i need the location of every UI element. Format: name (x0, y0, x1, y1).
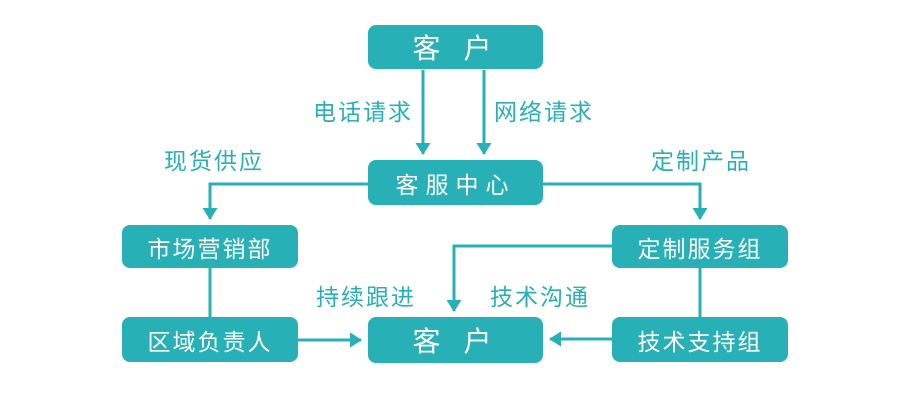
edge-label-custom-product: 定制产品 (651, 149, 751, 175)
edge-spot-supply-line (202, 182, 368, 220)
node-custom-service-group: 定制服务组 (612, 225, 788, 268)
edge-label-tech-communication: 技术沟通 (490, 285, 590, 311)
node-tech-support-group: 技术支持组 (612, 317, 788, 362)
edge-tech-communication-line (446, 244, 612, 312)
edge-label-network-request: 网络请求 (494, 100, 594, 126)
edge-label-spot-supply: 现货供应 (164, 149, 264, 175)
node-regional-manager: 区域负责人 (122, 317, 298, 362)
node-customer-top: 客 户 (368, 25, 543, 69)
node-marketing-dept: 市场营销部 (122, 225, 298, 268)
node-customer-bottom: 客 户 (368, 317, 543, 363)
edge-label-continuous-followup: 持续跟进 (316, 285, 416, 311)
node-service-center: 客服中心 (368, 160, 543, 205)
edge-label-phone-request: 电话请求 (313, 100, 413, 126)
edge-custom-product-line (543, 182, 708, 220)
